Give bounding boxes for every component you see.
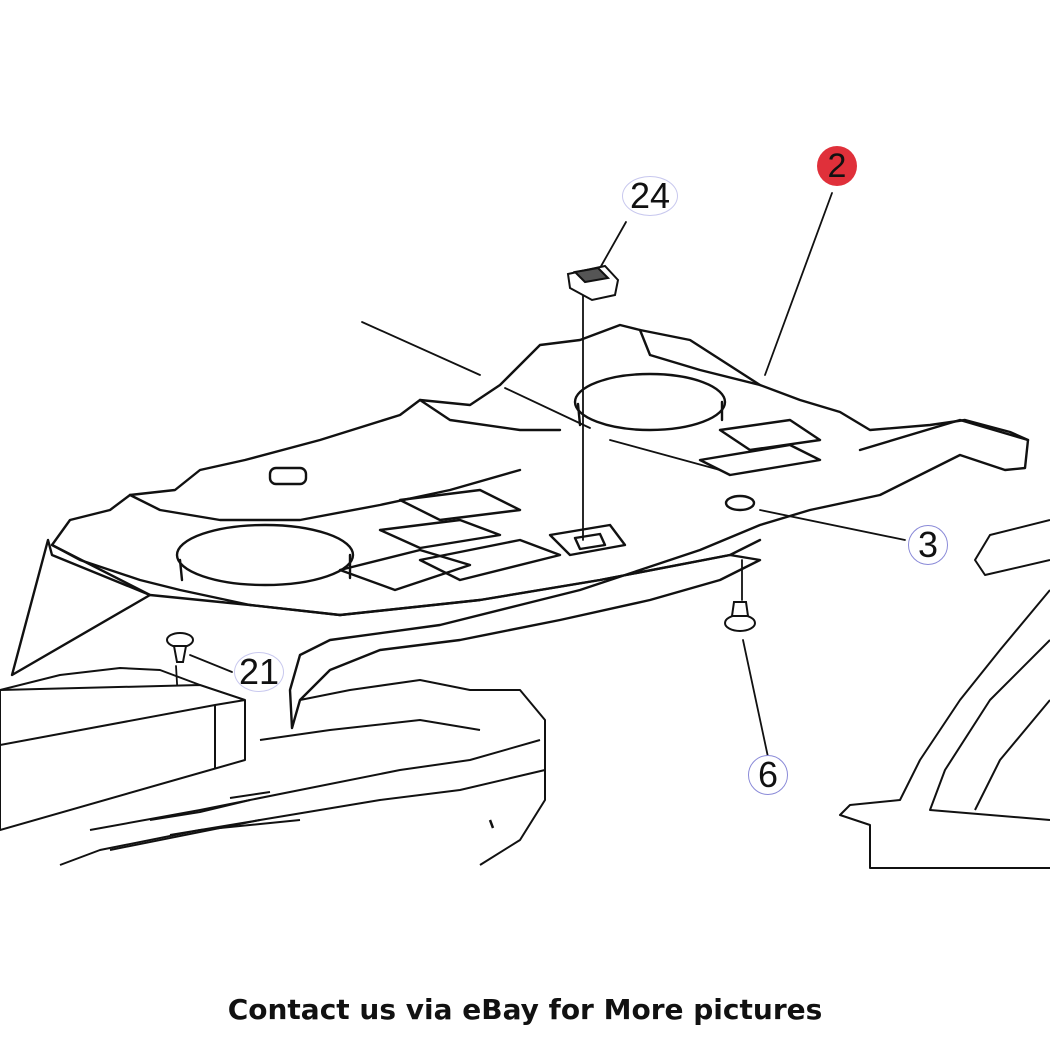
callout-6: 6 <box>748 755 788 795</box>
fasteners <box>166 264 756 663</box>
callout-2-label: 2 <box>827 147 847 185</box>
pin-21 <box>166 632 194 648</box>
callout-24: 24 <box>622 176 678 216</box>
callout-2: 2 <box>817 146 857 186</box>
body-structure <box>0 519 1050 869</box>
callout-21-label: 21 <box>238 651 280 692</box>
callout-3-label: 3 <box>917 524 939 565</box>
caption-text: Contact us via eBay for More pictures <box>227 993 823 1026</box>
leader-lines <box>175 192 906 758</box>
floor-panel <box>10 323 1030 730</box>
callout-6-label: 6 <box>757 754 779 795</box>
pin-6 <box>724 614 756 632</box>
callout-3: 3 <box>908 525 948 565</box>
callout-21: 21 <box>234 652 284 692</box>
callout-24-label: 24 <box>629 175 671 216</box>
